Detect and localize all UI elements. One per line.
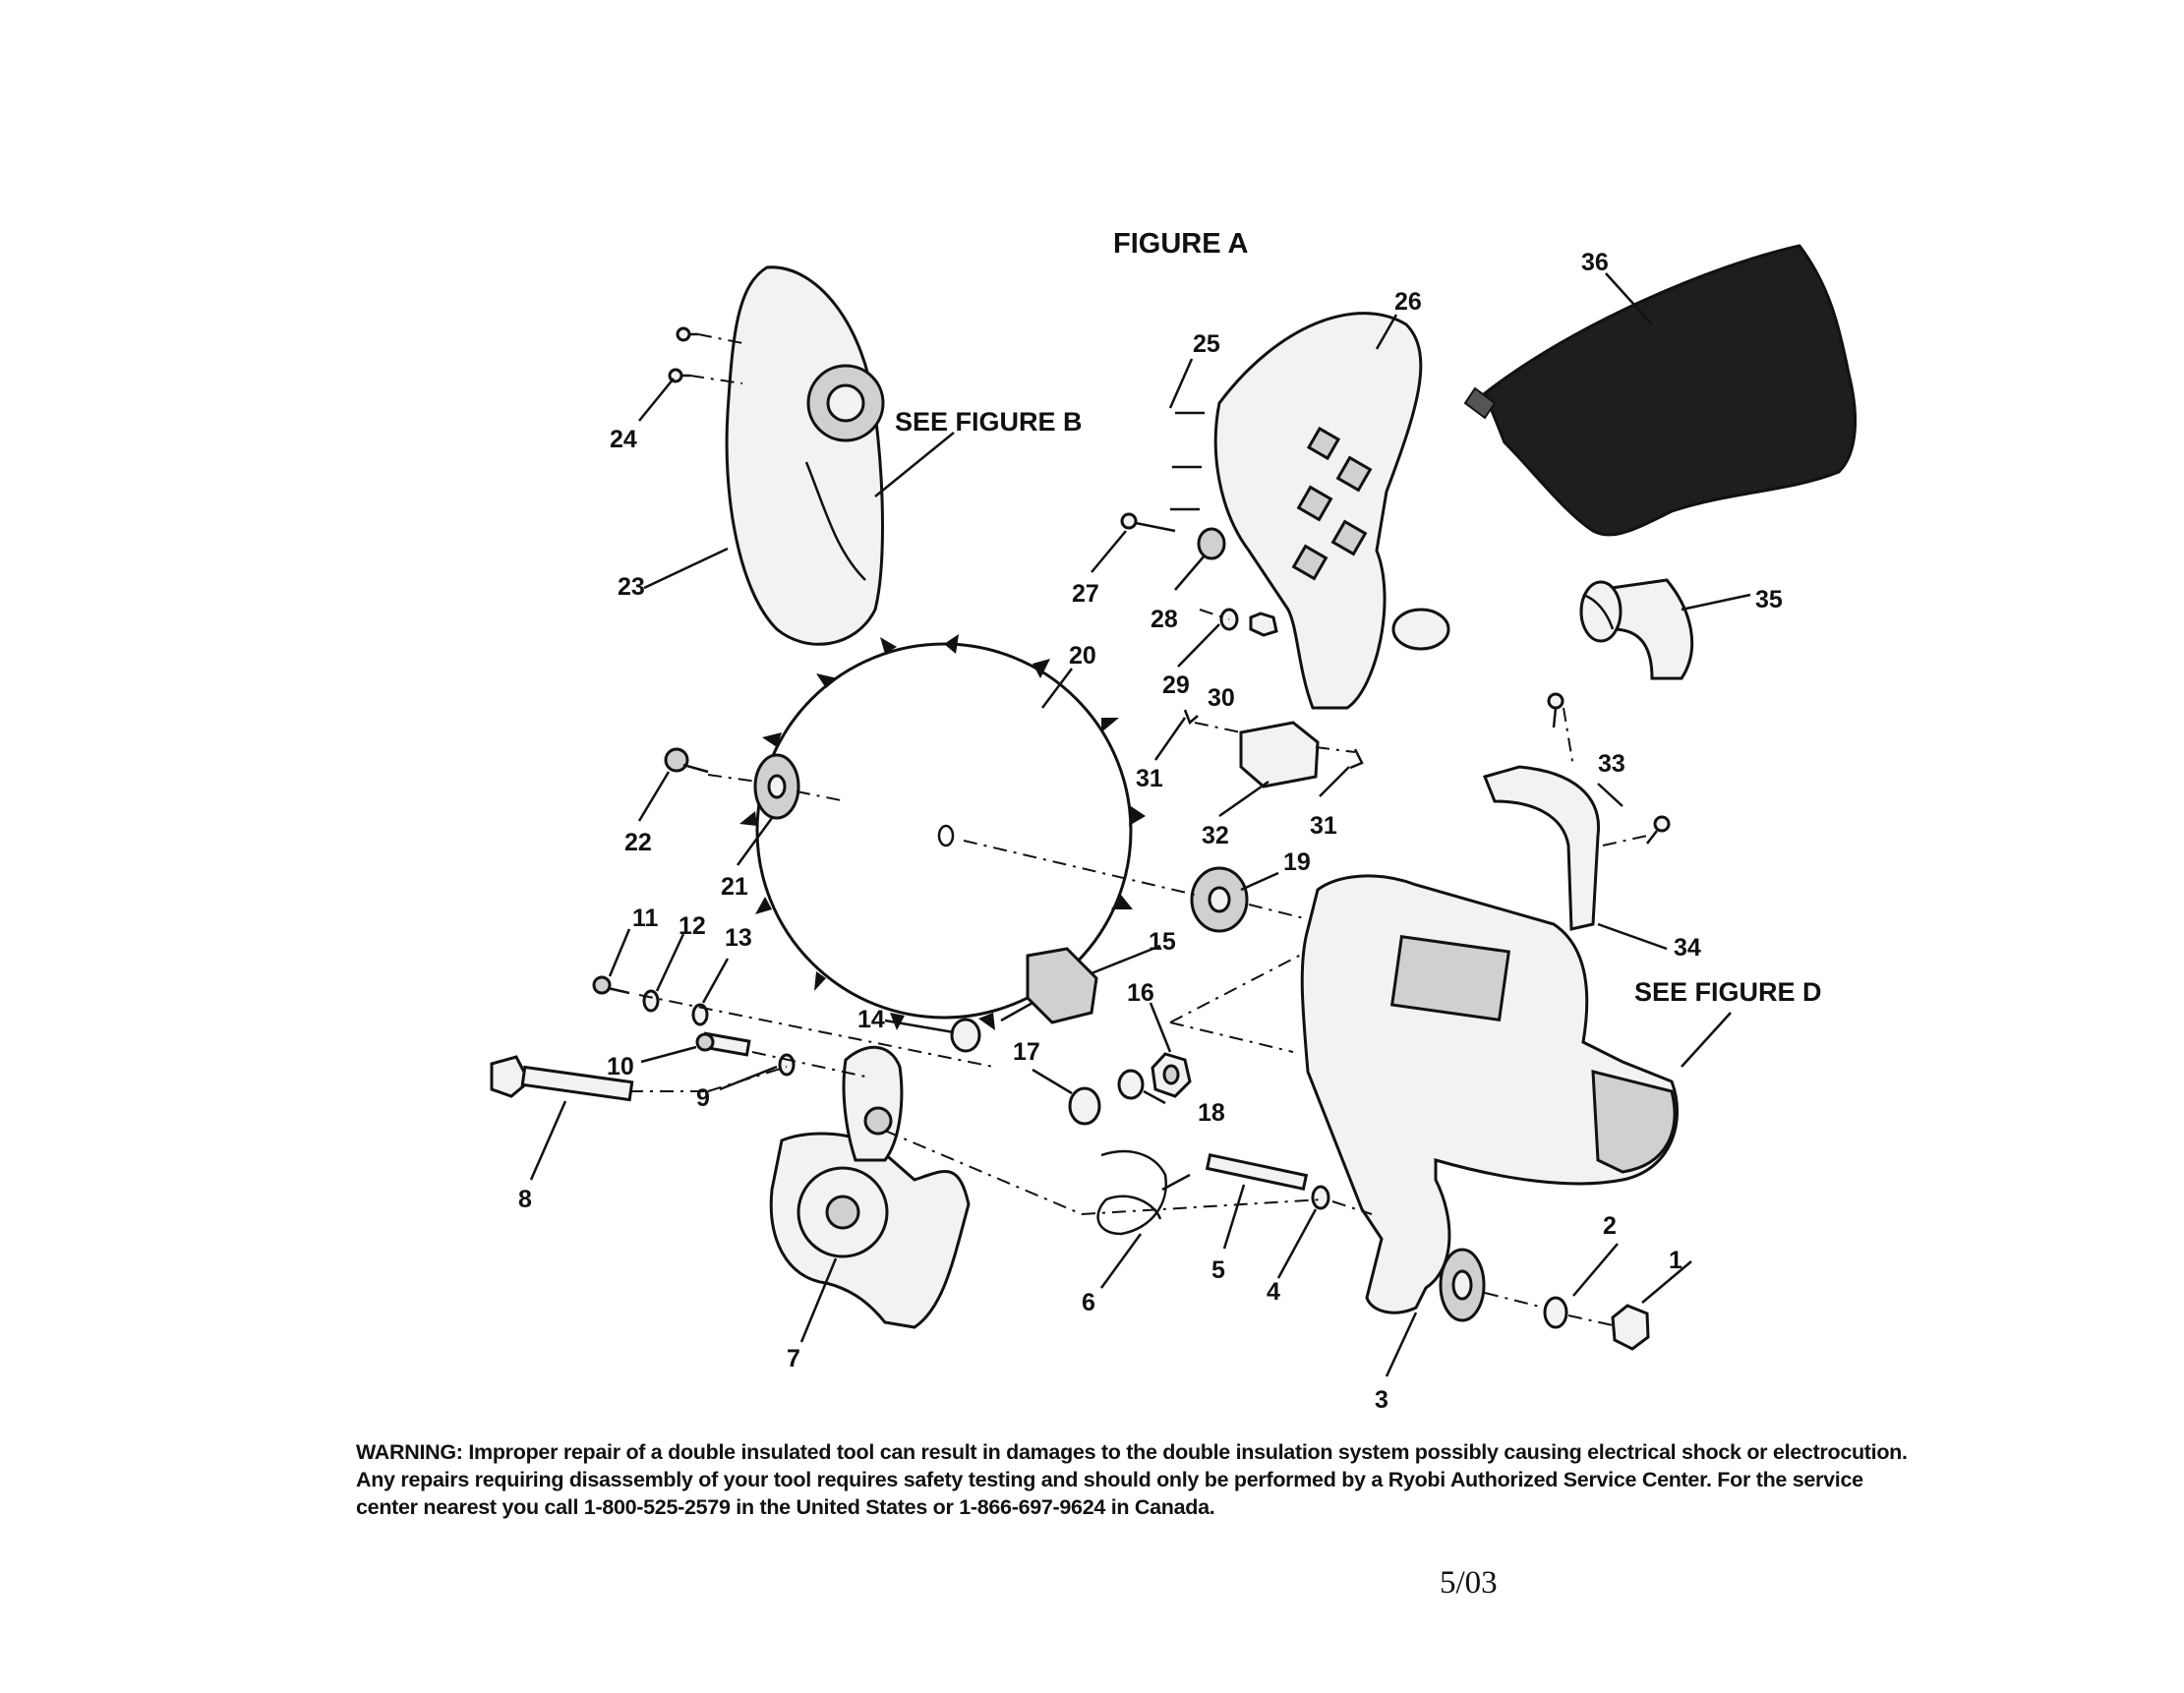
handle-34 <box>1482 765 1601 931</box>
nut-16 <box>1151 1052 1192 1098</box>
warning-notice: WARNING: Improper repair of a double ins… <box>356 1438 1929 1521</box>
warning-text: Improper repair of a double insulated to… <box>356 1440 1908 1519</box>
callout-34: 34 <box>1674 934 1701 962</box>
callout-14: 14 <box>857 1006 885 1033</box>
screw-10 <box>695 1031 751 1057</box>
hex-nut-1 <box>1611 1304 1650 1351</box>
screw-25 <box>1170 411 1205 511</box>
screw-11 <box>592 975 630 995</box>
bracket-32 <box>1239 721 1320 788</box>
figure-title: FIGURE A <box>1113 228 1249 260</box>
callout-17: 17 <box>1013 1038 1040 1066</box>
callout-7: 7 <box>787 1345 800 1372</box>
callout-32: 32 <box>1202 822 1229 849</box>
callout-8: 8 <box>518 1186 532 1213</box>
leader-lines <box>529 272 1751 1377</box>
revision-date: 5/03 <box>1440 1565 1498 1601</box>
spring-clip-31 <box>1183 709 1364 770</box>
callout-30: 30 <box>1208 684 1235 712</box>
callout-19: 19 <box>1283 848 1311 876</box>
callout-numbers: 1 2 3 4 5 6 7 8 9 10 11 12 13 14 15 16 1… <box>518 249 1783 1414</box>
spindle-hub-15 <box>1000 947 1098 1024</box>
bushing-28 <box>1197 527 1226 560</box>
pivot-pin-5 <box>1205 1152 1309 1192</box>
torsion-spring-6 <box>1096 1149 1191 1236</box>
see-figure-d-label: SEE FIGURE D <box>1634 977 1822 1007</box>
inner-flange <box>753 753 800 820</box>
callout-12: 12 <box>679 912 706 940</box>
callout-6: 6 <box>1082 1289 1095 1316</box>
callout-5: 5 <box>1211 1256 1225 1284</box>
motor-housing-arm <box>1300 874 1680 1322</box>
callout-2: 2 <box>1603 1212 1617 1240</box>
callout-26: 26 <box>1394 288 1422 316</box>
callout-36: 36 <box>1581 249 1609 276</box>
lower-blade-guard <box>769 1045 971 1329</box>
callout-27: 27 <box>1072 580 1099 608</box>
screw-24 <box>668 326 748 384</box>
screw-33 <box>1547 692 1671 845</box>
dust-port-elbow <box>1579 578 1694 680</box>
callout-10: 10 <box>607 1053 634 1080</box>
washer-14 <box>950 1018 981 1053</box>
callout-18: 18 <box>1198 1099 1225 1127</box>
screw-27 <box>1120 512 1176 533</box>
callout-1: 1 <box>1669 1247 1682 1274</box>
arbor-bolt <box>664 747 709 774</box>
washer-4 <box>1311 1185 1330 1210</box>
washer-13 <box>691 1003 709 1026</box>
callout-4: 4 <box>1267 1278 1280 1306</box>
washer-18 <box>1117 1069 1145 1100</box>
callout-31b: 31 <box>1310 812 1337 840</box>
pivot-bolt-8 <box>490 1055 634 1102</box>
callout-28: 28 <box>1151 606 1178 633</box>
washer-12 <box>642 989 660 1013</box>
outer-flange <box>1190 866 1249 933</box>
callout-33: 33 <box>1598 750 1625 778</box>
washer-17 <box>1068 1086 1101 1126</box>
callout-15: 15 <box>1149 928 1176 956</box>
callout-22: 22 <box>624 829 652 856</box>
warning-label: WARNING: <box>356 1440 463 1464</box>
callout-13: 13 <box>725 924 752 952</box>
upper-blade-guard <box>725 265 885 646</box>
dust-bag <box>1463 244 1857 537</box>
callout-23: 23 <box>618 573 645 601</box>
callout-3: 3 <box>1375 1386 1388 1414</box>
nut-30 <box>1249 612 1278 637</box>
callout-11: 11 <box>632 905 659 932</box>
washer-2 <box>1543 1296 1568 1329</box>
saw-blade <box>739 634 1146 1030</box>
see-figure-b-label: SEE FIGURE B <box>895 407 1083 437</box>
callout-29: 29 <box>1162 671 1190 699</box>
callout-31a: 31 <box>1136 765 1163 792</box>
callout-25: 25 <box>1193 330 1220 358</box>
motor-housing-cover <box>1213 312 1450 710</box>
callout-16: 16 <box>1127 979 1154 1007</box>
callout-9: 9 <box>696 1084 710 1112</box>
callout-21: 21 <box>721 873 748 901</box>
washer-9 <box>778 1053 796 1077</box>
callout-20: 20 <box>1069 642 1096 670</box>
callout-24: 24 <box>610 426 637 453</box>
callout-35: 35 <box>1755 586 1783 613</box>
